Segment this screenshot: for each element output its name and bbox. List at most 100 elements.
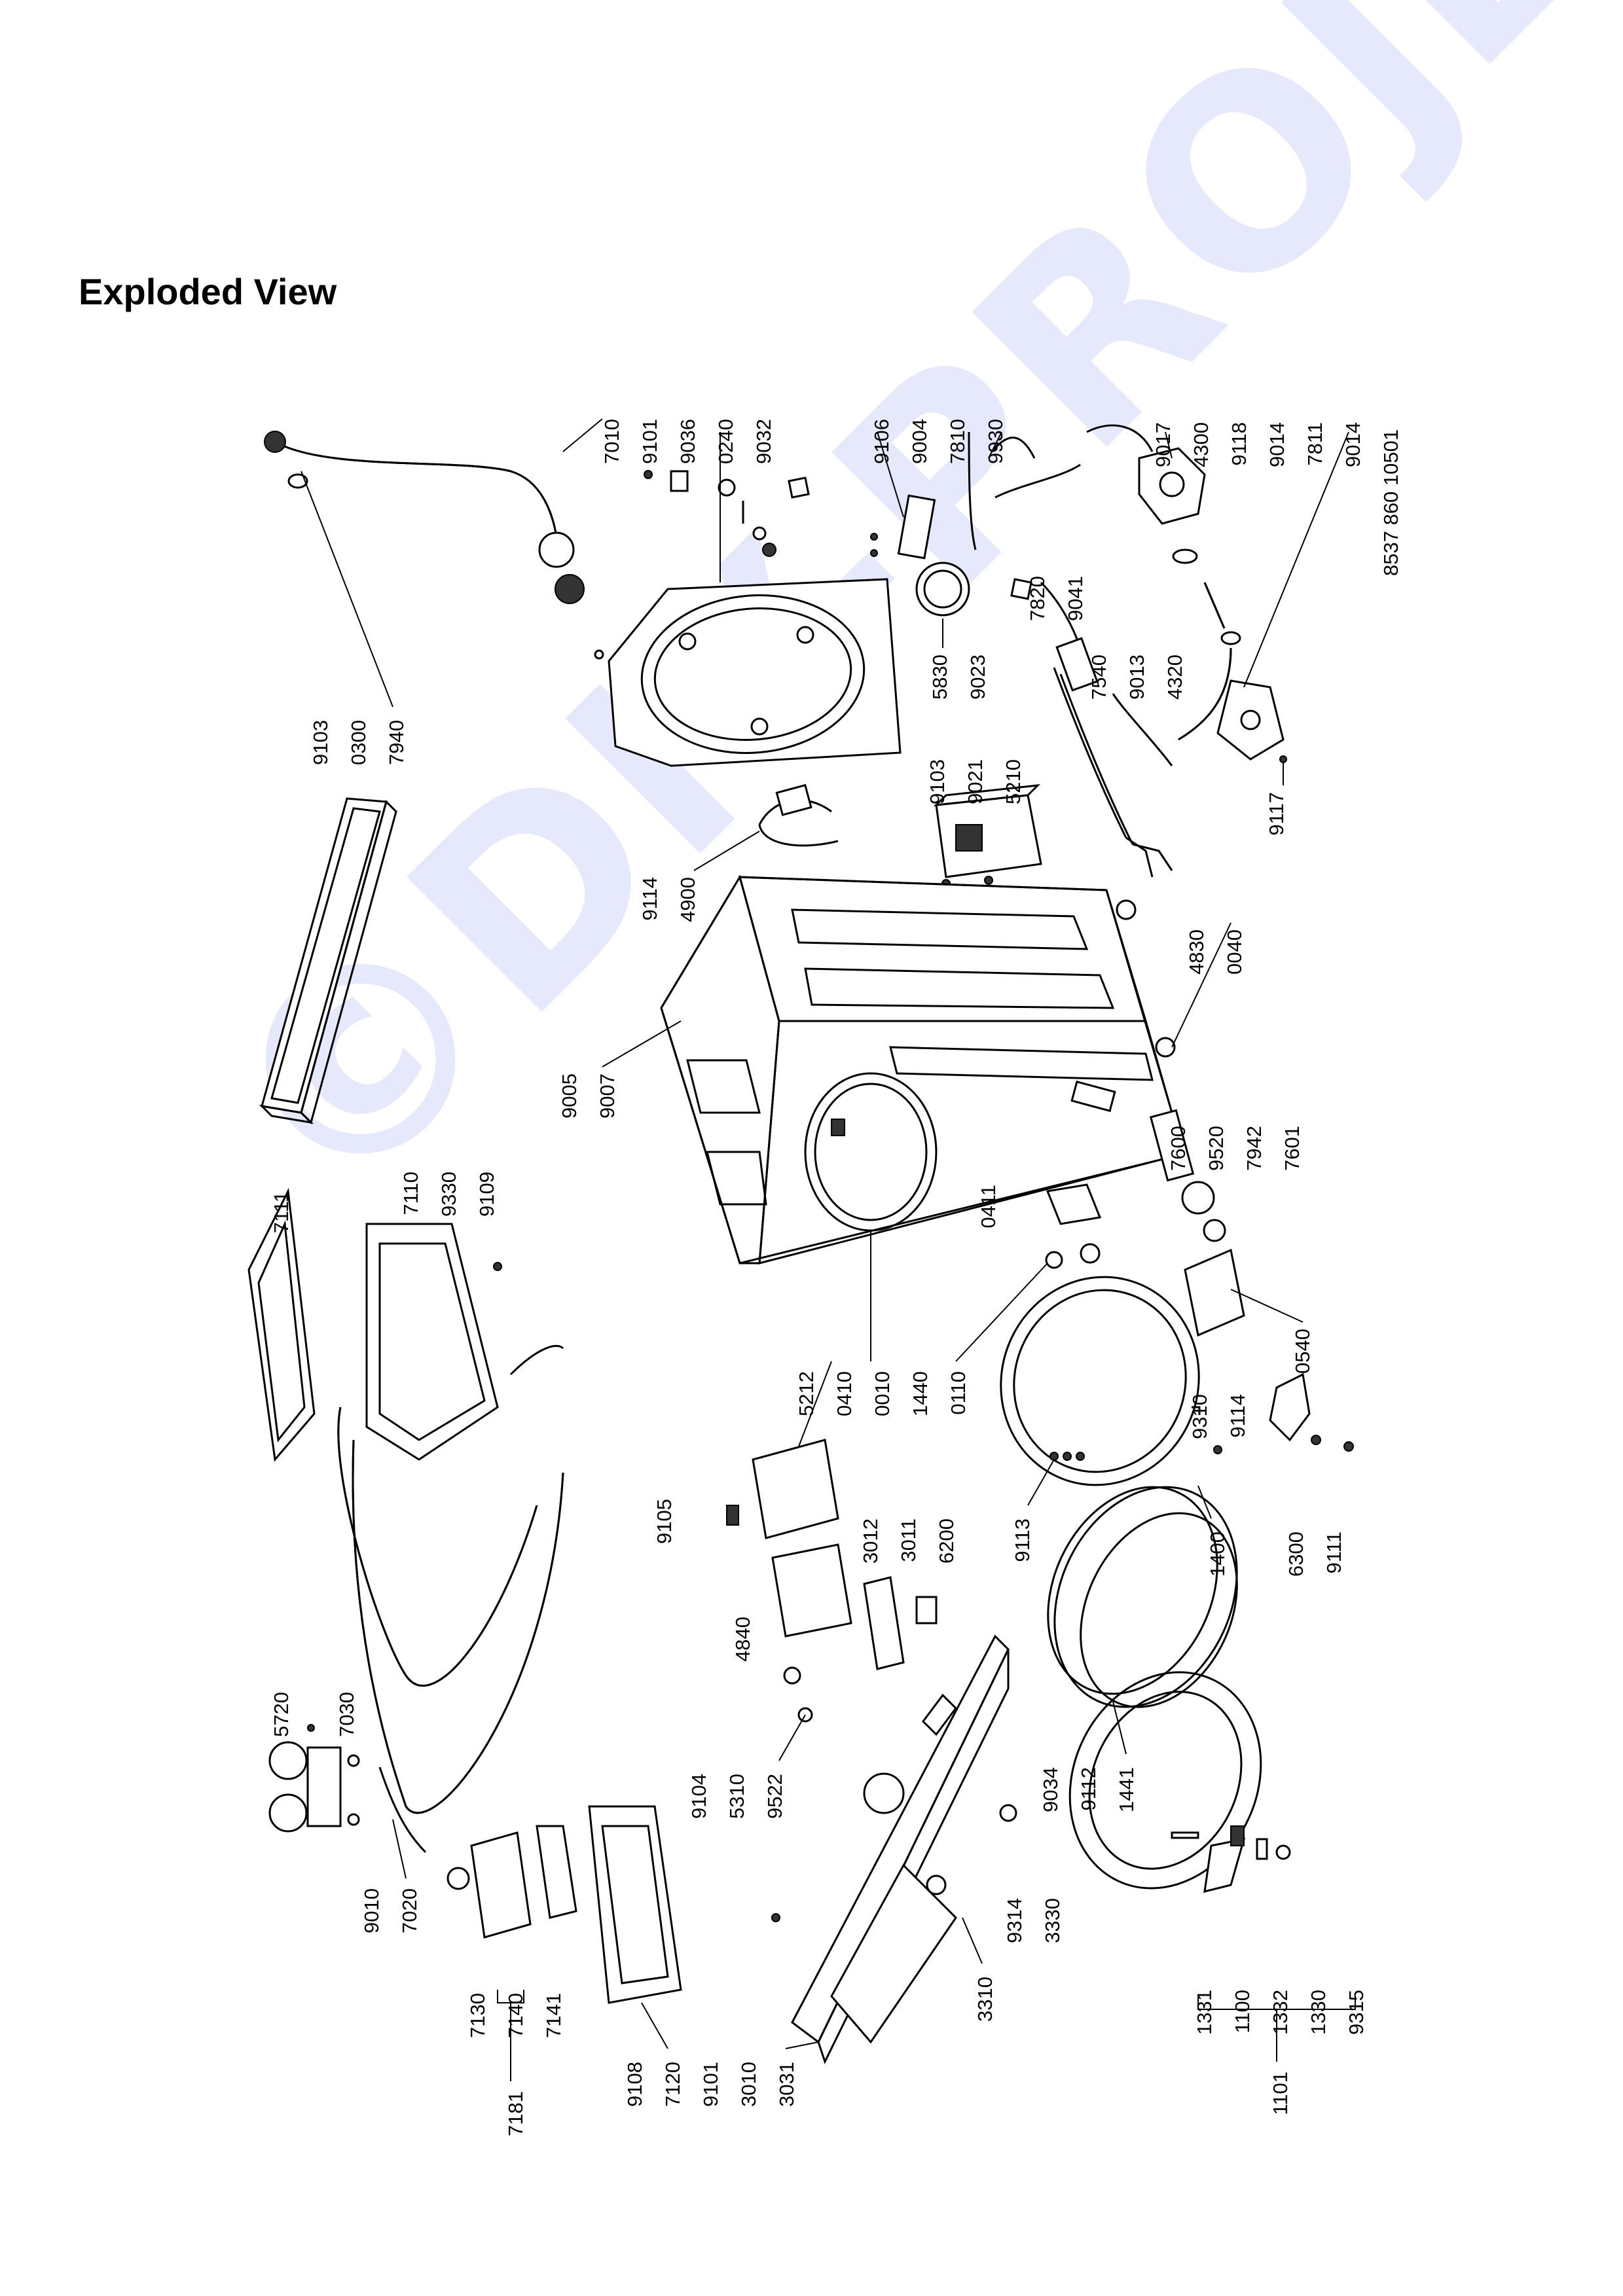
part-label: 5720 (270, 1692, 293, 1737)
part-label: 9101 (638, 419, 661, 464)
parts-drawing (247, 418, 1356, 2081)
part-label: 1400 (1206, 1532, 1229, 1577)
part-label: 1440 (909, 1371, 932, 1416)
part-label: 9117 (1265, 792, 1288, 836)
part-label: 9520 (1205, 1126, 1228, 1171)
part-label: 4900 (676, 877, 699, 922)
part-label: 7130 (466, 1993, 489, 2038)
wiring-harness (1053, 667, 1173, 878)
part-label: 9310 (1188, 1394, 1211, 1439)
drain-pump (1086, 424, 1287, 763)
part-label: 3012 (859, 1518, 882, 1564)
part-label: 5310 (725, 1774, 748, 1819)
drain-hose (264, 431, 585, 604)
part-label: 7820 (1026, 576, 1049, 621)
part-label: 9113 (1011, 1518, 1034, 1562)
part-label: 9017 (1152, 422, 1175, 467)
cabinet (660, 874, 1176, 1269)
part-label: 1441 (1115, 1767, 1138, 1812)
part-label: 9118 (1228, 422, 1250, 466)
part-label: 7111 (270, 1191, 293, 1233)
part-label: 1331 (1193, 1990, 1216, 2035)
part-label: 3031 (775, 2062, 798, 2107)
part-label: 9010 (360, 1888, 383, 1933)
part-label: 4830 (1185, 929, 1208, 975)
part-label: 9014 (1341, 422, 1364, 467)
part-label: 7181 (504, 2091, 527, 2136)
door (1047, 1486, 1238, 1708)
part-label: 9032 (752, 419, 775, 464)
part-label: 9112 (1077, 1767, 1100, 1811)
part-label: 9111 (1322, 1532, 1345, 1573)
hinge-screws (1049, 1406, 1222, 1461)
filter-cover (1184, 1248, 1354, 1452)
part-label: 7020 (398, 1888, 421, 1933)
part-label: 9004 (908, 419, 931, 464)
part-label: 0040 (1223, 929, 1246, 975)
part-label: 0110 (947, 1371, 970, 1415)
electronics-board (726, 1439, 938, 1723)
part-label: 9101 (699, 2062, 722, 2107)
part-label: 6300 (1285, 1532, 1307, 1577)
control-panel (771, 1634, 1017, 2064)
part-label: 9005 (558, 1073, 581, 1119)
part-label: 0411 (977, 1185, 1000, 1229)
part-label: 9108 (623, 2062, 646, 2107)
part-label: 7120 (661, 2062, 684, 2107)
part-label: 1100 (1231, 1990, 1254, 2034)
part-label: 7540 (1087, 655, 1110, 700)
door-ring (1068, 1671, 1262, 1890)
door-gasket (1000, 1276, 1200, 1486)
control-module (933, 784, 1042, 888)
part-label: 9106 (870, 419, 893, 464)
top-cover (259, 797, 397, 1124)
rear-panel (594, 578, 902, 767)
part-label: 6200 (935, 1518, 958, 1564)
part-label: 4300 (1190, 422, 1213, 467)
page-title: Exploded View (79, 271, 337, 312)
part-label: 5830 (928, 655, 951, 700)
part-label: 3330 (1041, 1898, 1064, 1943)
part-label: 4320 (1163, 655, 1186, 700)
part-label: 3011 (897, 1518, 920, 1562)
part-label: 1101 (1269, 2072, 1292, 2115)
part-label: 0300 (347, 720, 370, 765)
part-label: 9314 (1003, 1898, 1026, 1943)
part-label: 7141 (542, 1993, 565, 2038)
inlet-hoses (337, 1407, 564, 1854)
part-label: 3310 (974, 1977, 996, 2022)
part-label: 9014 (1266, 422, 1288, 467)
part-label: 9034 (1039, 1767, 1062, 1812)
part-label: 3010 (737, 2062, 760, 2107)
part-label: 9105 (653, 1499, 676, 1544)
part-label: 7010 (600, 419, 623, 464)
pump-filter (1149, 1109, 1226, 1242)
part-label: 9114 (1226, 1394, 1249, 1438)
part-label: 9930 (984, 419, 1007, 464)
part-label: 4840 (731, 1617, 754, 1662)
detergent-drawer (447, 1805, 682, 2004)
part-label: 5212 (795, 1371, 818, 1416)
part-label: 9023 (966, 655, 989, 700)
document-code: 8537 860 10501 (1379, 429, 1402, 576)
sump-hose (1010, 578, 1173, 766)
part-label: 9036 (676, 419, 699, 464)
part-label: 5210 (1002, 759, 1025, 804)
part-label: 7030 (335, 1692, 358, 1737)
part-label: 7140 (504, 1993, 527, 2038)
pressure-hose (968, 431, 1081, 550)
door-lock-parts (1171, 1825, 1291, 1893)
part-label: 7600 (1167, 1126, 1190, 1171)
part-label: 7942 (1243, 1126, 1266, 1171)
part-label: 7601 (1281, 1126, 1304, 1171)
part-label: 9007 (596, 1073, 619, 1119)
part-label: 7940 (385, 720, 408, 765)
part-label: 9330 (437, 1172, 460, 1217)
pressure-switch (870, 494, 970, 617)
part-label: 7110 (399, 1172, 422, 1215)
water-valve (268, 1724, 360, 1833)
part-label: 0240 (714, 419, 737, 464)
part-label: 0540 (1291, 1329, 1314, 1374)
